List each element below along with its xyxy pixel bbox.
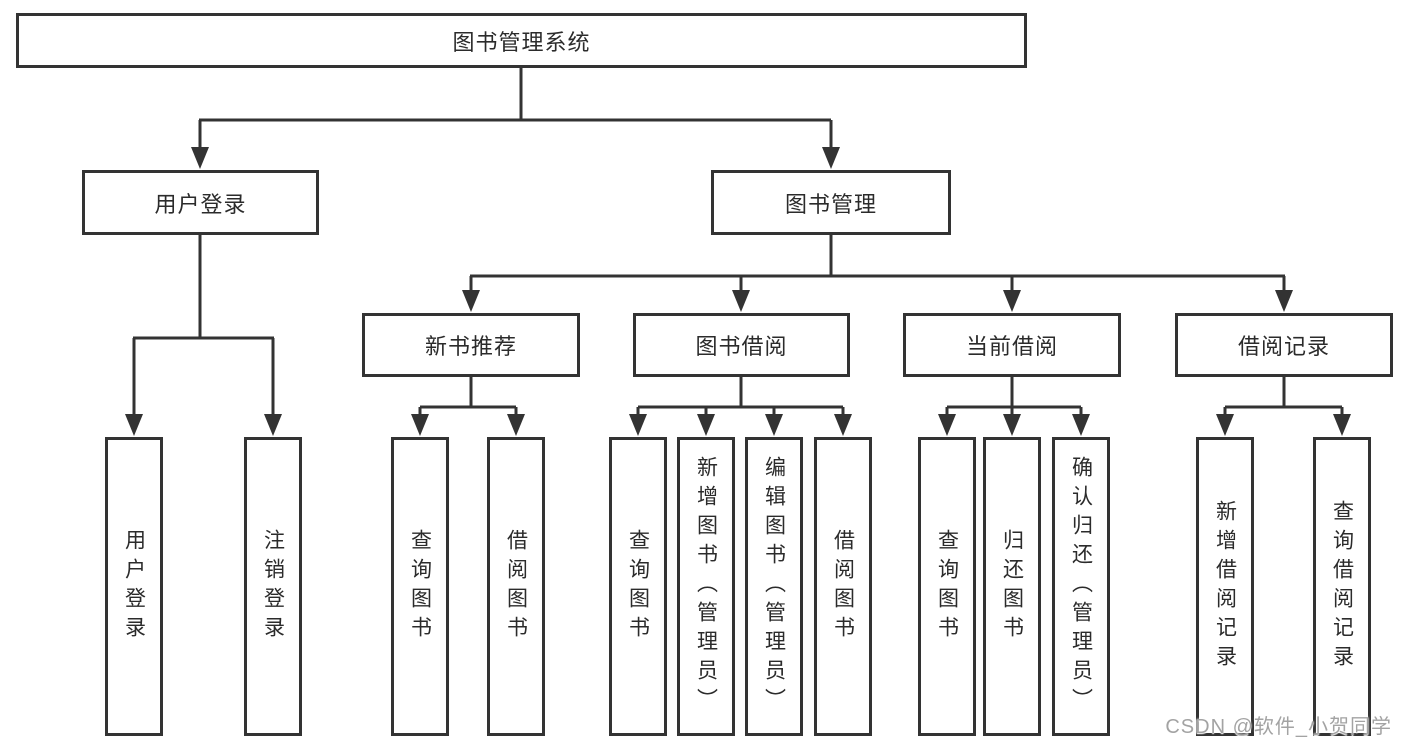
leaf-query-books-borrowing: 查询图书	[609, 437, 667, 736]
leaf-user-login: 用户登录	[105, 437, 163, 736]
arrow-down-icon	[462, 290, 480, 312]
arrow-down-icon	[507, 414, 525, 436]
node-label: 查询借阅记录	[1330, 499, 1354, 674]
leaf-logout: 注销登录	[244, 437, 302, 736]
arrow-down-icon	[264, 414, 282, 436]
node-label: 图书管理	[784, 191, 877, 217]
arrow-down-icon	[125, 414, 143, 436]
arrow-down-icon	[1003, 414, 1021, 436]
leaf-query-books-current: 查询图书	[918, 437, 976, 736]
node-user-login-group: 用户登录	[82, 170, 319, 235]
node-book-borrowing: 图书借阅	[633, 313, 850, 377]
node-current-borrowing: 当前借阅	[903, 313, 1121, 377]
arrow-down-icon	[1275, 290, 1293, 312]
leaf-query-borrow-record: 查询借阅记录	[1313, 437, 1371, 736]
node-label: 新增图书（管理员）	[694, 456, 718, 717]
node-label: 查询图书	[626, 528, 650, 645]
leaf-add-books-admin: 新增图书（管理员）	[677, 437, 735, 736]
arrow-down-icon	[411, 414, 429, 436]
arrow-down-icon	[834, 414, 852, 436]
arrow-down-icon	[191, 147, 209, 169]
node-label: 用户登录	[154, 191, 247, 217]
node-label: 当前借阅	[965, 334, 1058, 359]
leaf-add-borrow-record: 新增借阅记录	[1196, 437, 1254, 736]
node-book-management-group: 图书管理	[711, 170, 951, 235]
node-label: 图书管理系统	[452, 29, 591, 55]
arrow-down-icon	[1072, 414, 1090, 436]
node-label: 查询图书	[408, 528, 432, 645]
leaf-confirm-return-admin: 确认归还（管理员）	[1052, 437, 1110, 736]
arrow-down-icon	[1333, 414, 1351, 436]
node-label: 新书推荐	[424, 334, 517, 359]
node-label: 注销登录	[261, 528, 285, 645]
node-label: 借阅图书	[831, 528, 855, 645]
node-label: 新增借阅记录	[1213, 499, 1237, 674]
arrow-down-icon	[765, 414, 783, 436]
node-label: 借阅记录	[1237, 334, 1330, 359]
watermark: CSDN @软件_小贺同学	[1165, 716, 1392, 738]
node-library-management-system: 图书管理系统	[16, 13, 1027, 68]
node-borrowing-records: 借阅记录	[1175, 313, 1393, 377]
leaf-borrow-books-recommend: 借阅图书	[487, 437, 545, 736]
node-label: 图书借阅	[695, 334, 788, 359]
node-label: 编辑图书（管理员）	[762, 456, 786, 717]
node-label: 查询图书	[935, 528, 959, 645]
leaf-return-books: 归还图书	[983, 437, 1041, 736]
node-label: 确认归还（管理员）	[1069, 456, 1093, 717]
node-label: 借阅图书	[504, 528, 528, 645]
node-label: 归还图书	[1000, 528, 1024, 645]
leaf-query-books-recommend: 查询图书	[391, 437, 449, 736]
arrow-down-icon	[732, 290, 750, 312]
leaf-borrow-books: 借阅图书	[814, 437, 872, 736]
leaf-edit-books-admin: 编辑图书（管理员）	[745, 437, 803, 736]
arrow-down-icon	[697, 414, 715, 436]
arrow-down-icon	[1216, 414, 1234, 436]
arrow-down-icon	[938, 414, 956, 436]
arrow-down-icon	[1003, 290, 1021, 312]
arrow-down-icon	[822, 147, 840, 169]
node-new-book-recommendation: 新书推荐	[362, 313, 580, 377]
arrow-down-icon	[629, 414, 647, 436]
node-label: 用户登录	[122, 528, 146, 645]
